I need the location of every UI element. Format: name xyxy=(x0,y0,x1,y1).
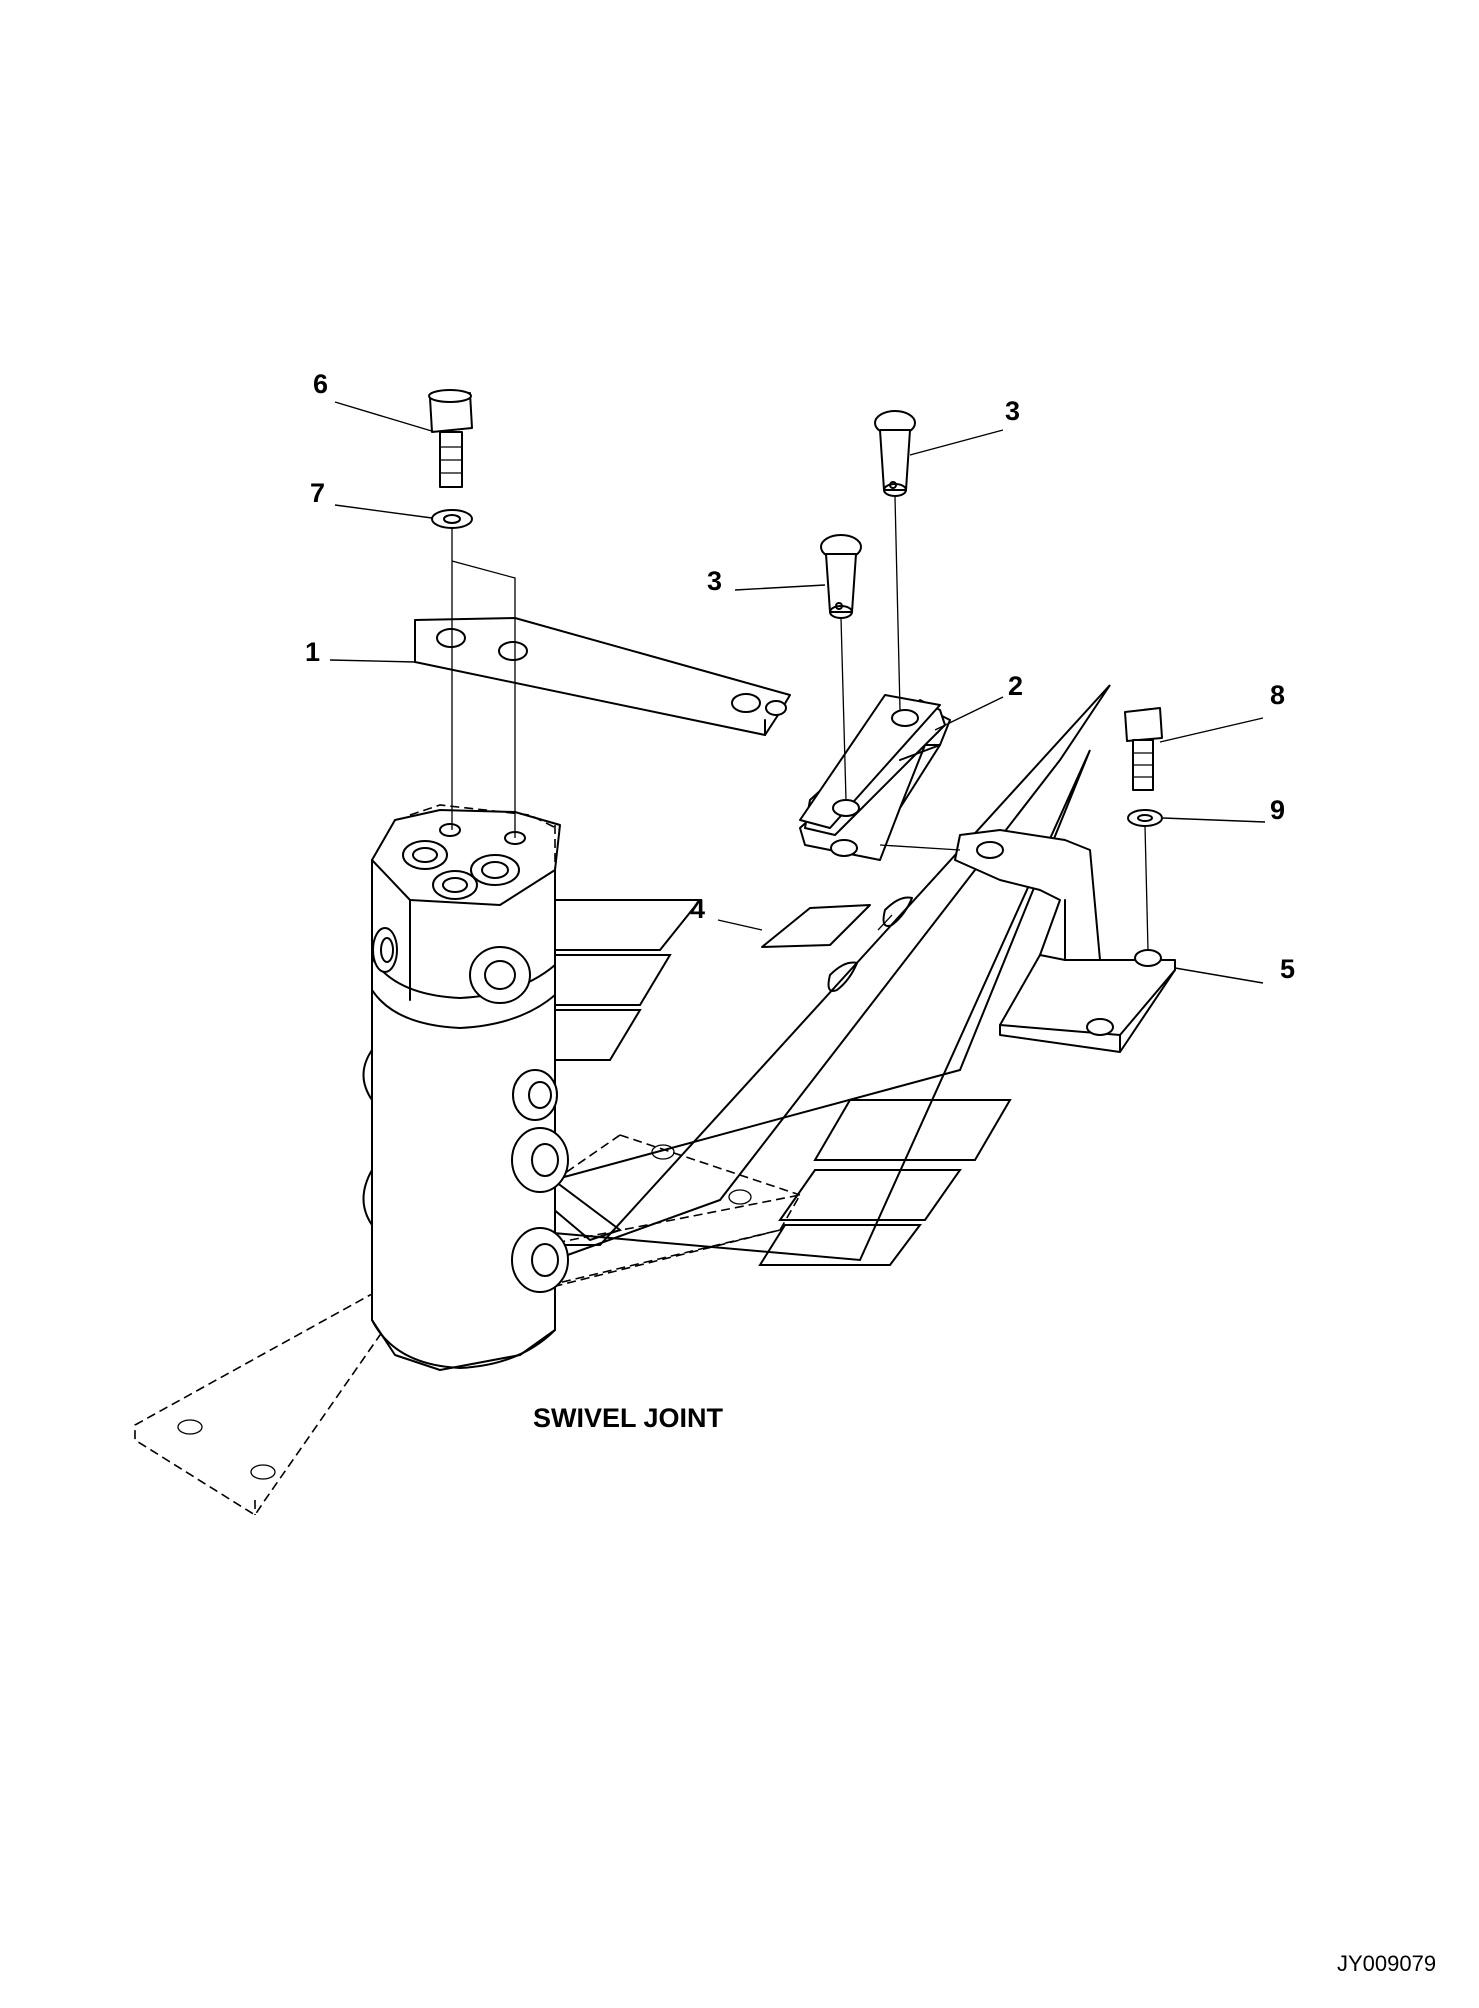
bolt-part-8 xyxy=(1124,707,1163,791)
washer-part-7 xyxy=(431,509,473,529)
pin-part-3-right xyxy=(874,410,916,497)
callout-2: 2 xyxy=(1008,671,1023,701)
mounting-frame-outline xyxy=(554,1134,801,1205)
callout-1: 1 xyxy=(305,637,320,667)
callout-7: 7 xyxy=(310,478,325,508)
washer-part-9 xyxy=(1127,809,1163,827)
callout-8: 8 xyxy=(1270,680,1285,710)
cotter-pin-part-4 xyxy=(761,896,913,992)
callout-labels: 6 7 1 3 3 2 8 9 4 5 xyxy=(305,369,1295,984)
pin-part-3-left xyxy=(820,534,862,619)
document-id: JY009079 xyxy=(1337,1951,1436,1976)
callout-3-left: 3 xyxy=(707,566,722,596)
callout-9: 9 xyxy=(1270,795,1285,825)
swivel-joint-body xyxy=(362,804,569,1371)
callout-4: 4 xyxy=(690,894,705,924)
bracket-part-5 xyxy=(954,829,1176,1053)
callout-3-right: 3 xyxy=(1005,396,1020,426)
clevis-part-2 xyxy=(799,694,951,861)
bolt-part-6 xyxy=(428,389,473,488)
assembly-guide-lines xyxy=(451,496,1149,951)
callout-5: 5 xyxy=(1280,954,1295,984)
plate-link-part-1 xyxy=(414,617,791,736)
diagram-caption: SWIVEL JOINT xyxy=(533,1403,724,1433)
callout-6: 6 xyxy=(313,369,328,399)
callout-leaders xyxy=(329,401,1266,984)
